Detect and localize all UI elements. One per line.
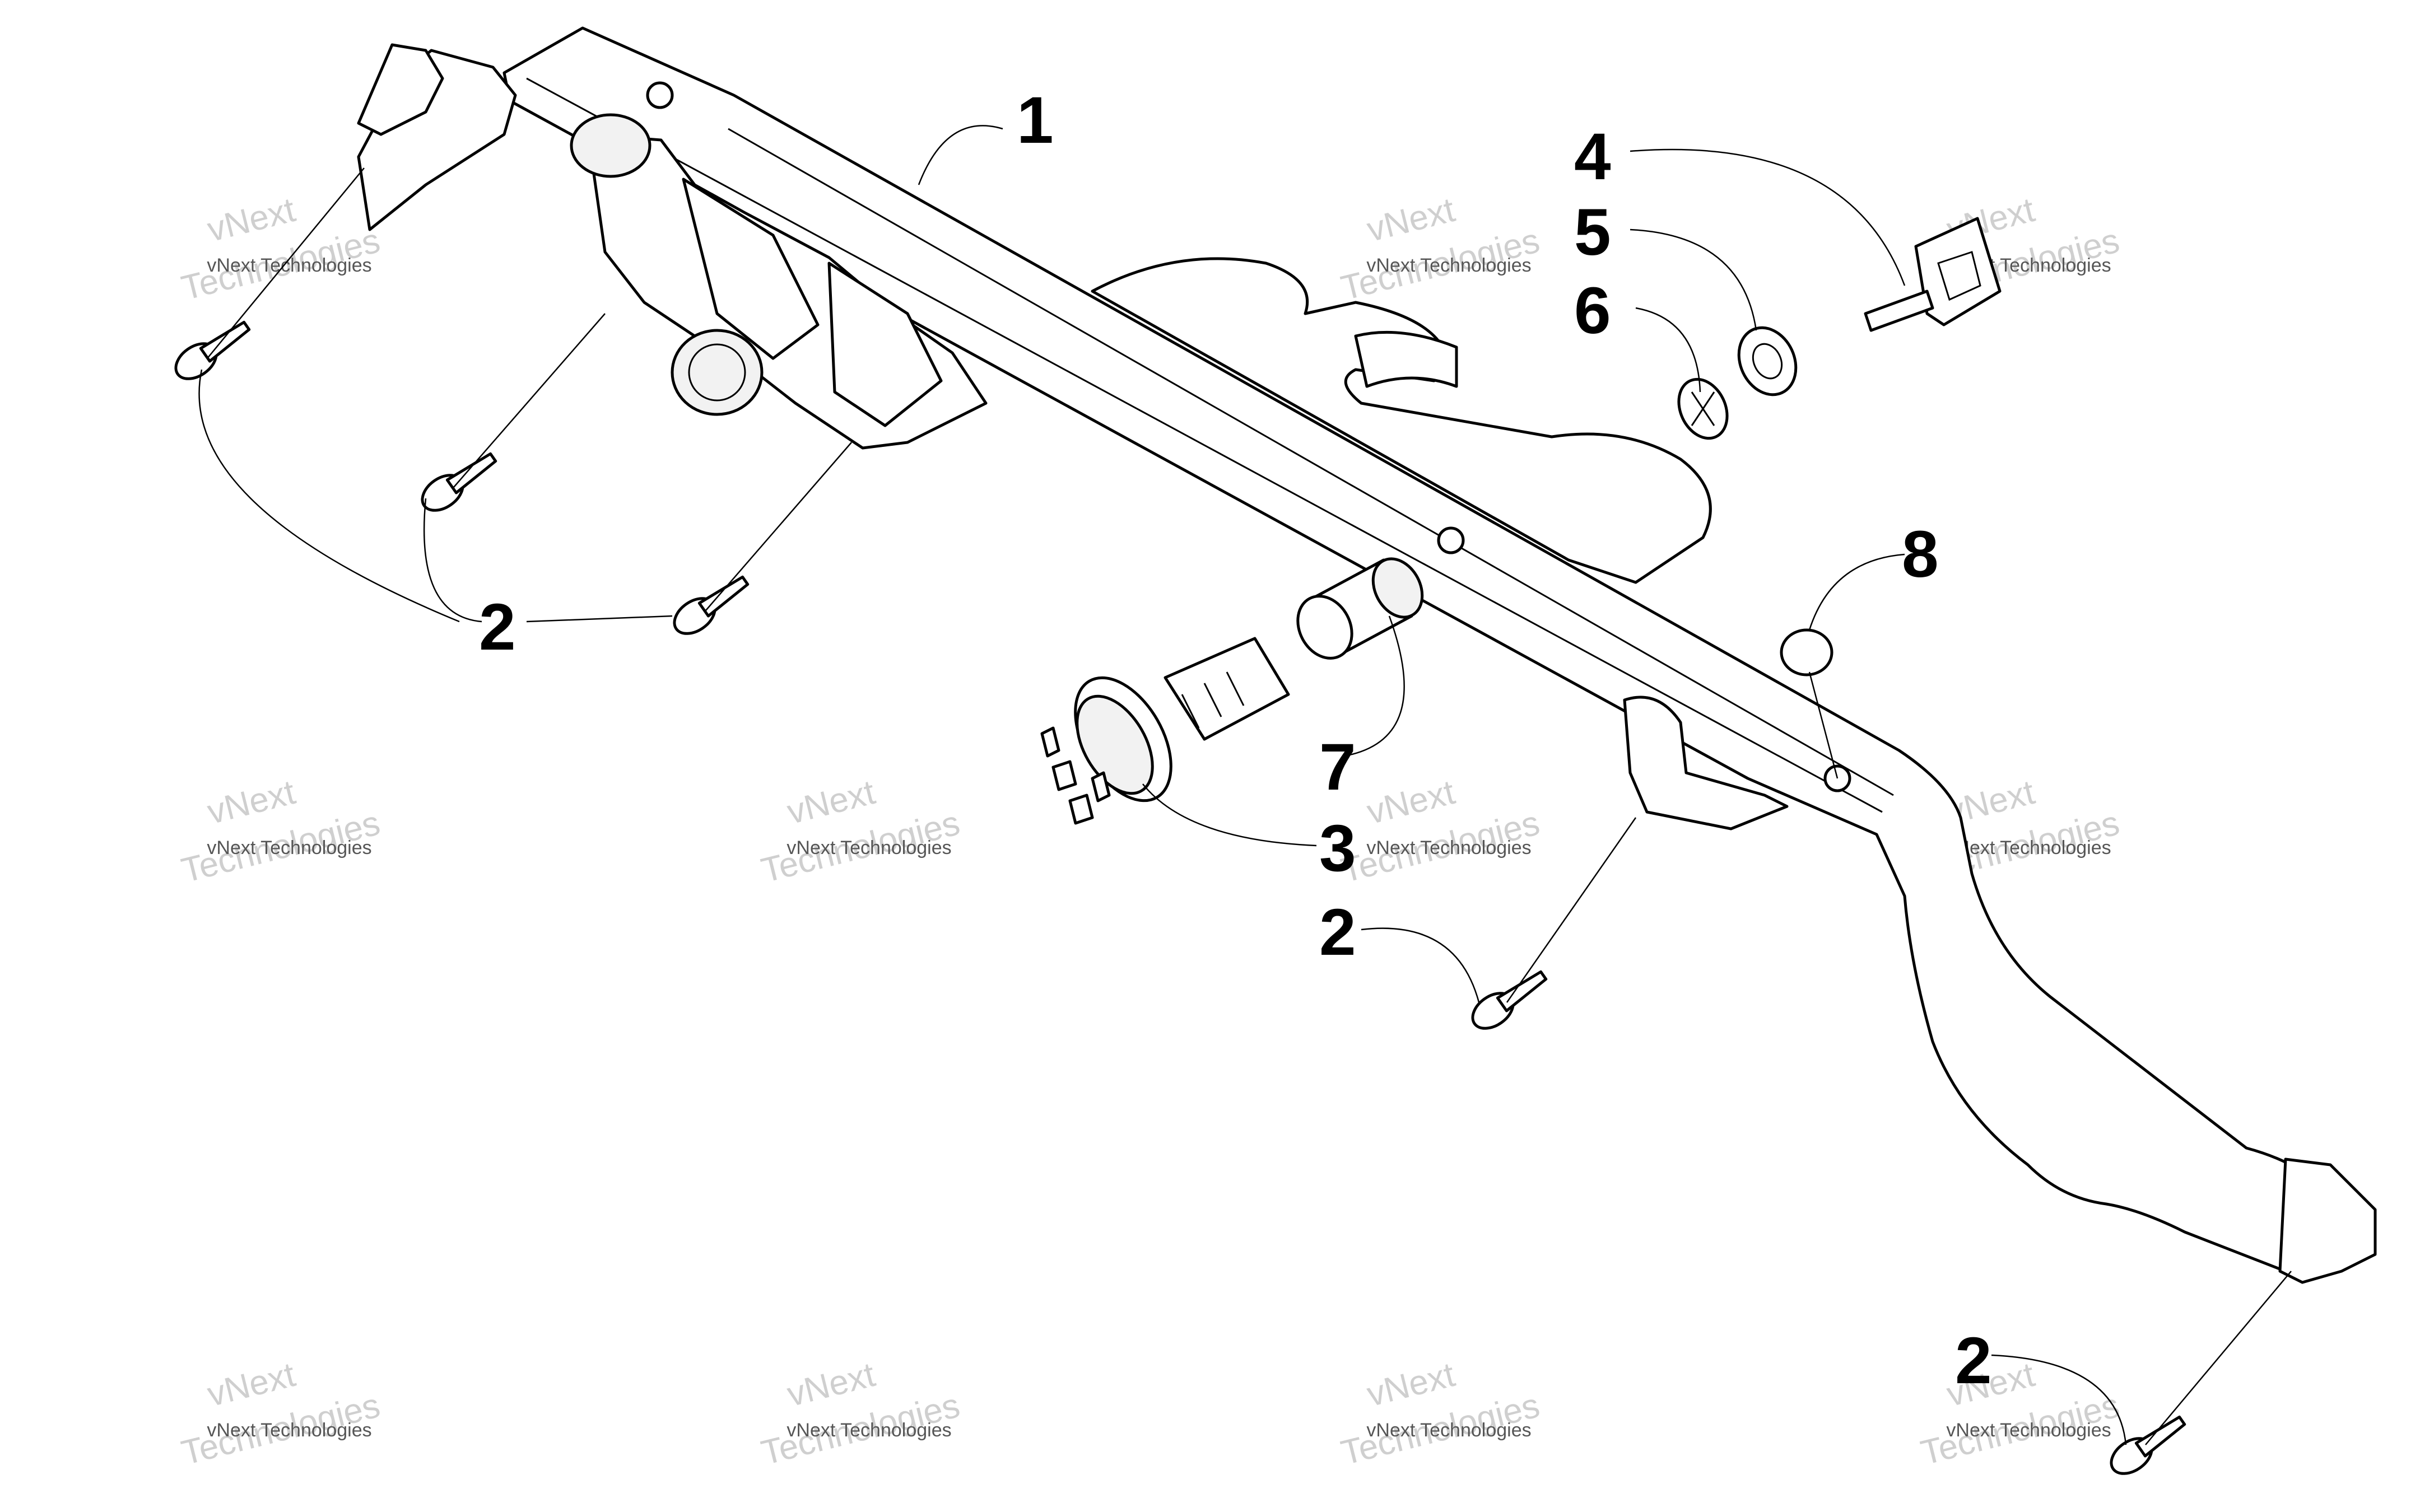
callout-1: 1 xyxy=(1017,83,1054,157)
part-2-screws xyxy=(174,320,2186,1475)
watermark-vnext: vNext xyxy=(203,1355,299,1414)
callout-2-middle: 2 xyxy=(1319,895,1356,969)
part-3-ignition-switch xyxy=(1040,637,1290,825)
part-4-key xyxy=(1864,217,2002,332)
screw-2-e xyxy=(2110,1415,2186,1475)
leader-lines xyxy=(198,125,2292,1445)
callout-3: 3 xyxy=(1319,811,1356,885)
callout-8: 8 xyxy=(1902,517,1939,591)
watermark-vnext-technologies: vNext Technologies xyxy=(207,1420,371,1441)
watermark-vnext-technologies: vNext Technologies xyxy=(1946,1420,2111,1441)
watermark-vnext: vNext xyxy=(783,1355,878,1414)
callout-4: 4 xyxy=(1574,120,1611,194)
part-6-washer xyxy=(1677,377,1729,440)
callout-7: 7 xyxy=(1319,730,1356,804)
callout-6: 6 xyxy=(1574,274,1611,348)
screw-2-b xyxy=(421,452,497,512)
watermark-vnext-technologies: vNext Technologies xyxy=(1946,837,2111,858)
watermark-vnext-technologies: vNext Technologies xyxy=(1366,1420,1531,1441)
callout-5: 5 xyxy=(1574,195,1611,269)
screw-2-a xyxy=(174,320,251,380)
callout-2-right: 2 xyxy=(1955,1324,1992,1398)
callout-2-left: 2 xyxy=(479,590,516,664)
watermark-vnext-technologies: vNext Technologies xyxy=(1366,837,1531,858)
watermark-vnext: vNext xyxy=(783,773,878,832)
watermark-vnext: vNext xyxy=(1363,773,1458,832)
watermark-vnext-technologies: vNext Technologies xyxy=(787,837,951,858)
watermark-vnext: vNext xyxy=(203,190,299,249)
part-8-plug xyxy=(1780,628,1833,676)
part-7-switch-boot xyxy=(1296,557,1424,660)
watermark-vnext: vNext xyxy=(1363,1355,1458,1414)
watermark-vnext-technologies: vNext Technologies xyxy=(787,1420,951,1441)
part-5-nut xyxy=(1737,326,1798,396)
screw-2-d xyxy=(1471,970,1548,1030)
watermark-vnext: vNext xyxy=(1363,190,1458,249)
part-1-dash-bracket xyxy=(357,26,2377,1284)
watermark-vnext-technologies: vNext Technologies xyxy=(1366,255,1531,276)
callout-labels: 1 2 2 2 3 4 5 6 7 8 xyxy=(479,83,1992,1398)
watermark-vnext-technologies: vNext Technologies xyxy=(207,837,371,858)
watermark-vnext: vNext xyxy=(203,773,299,832)
